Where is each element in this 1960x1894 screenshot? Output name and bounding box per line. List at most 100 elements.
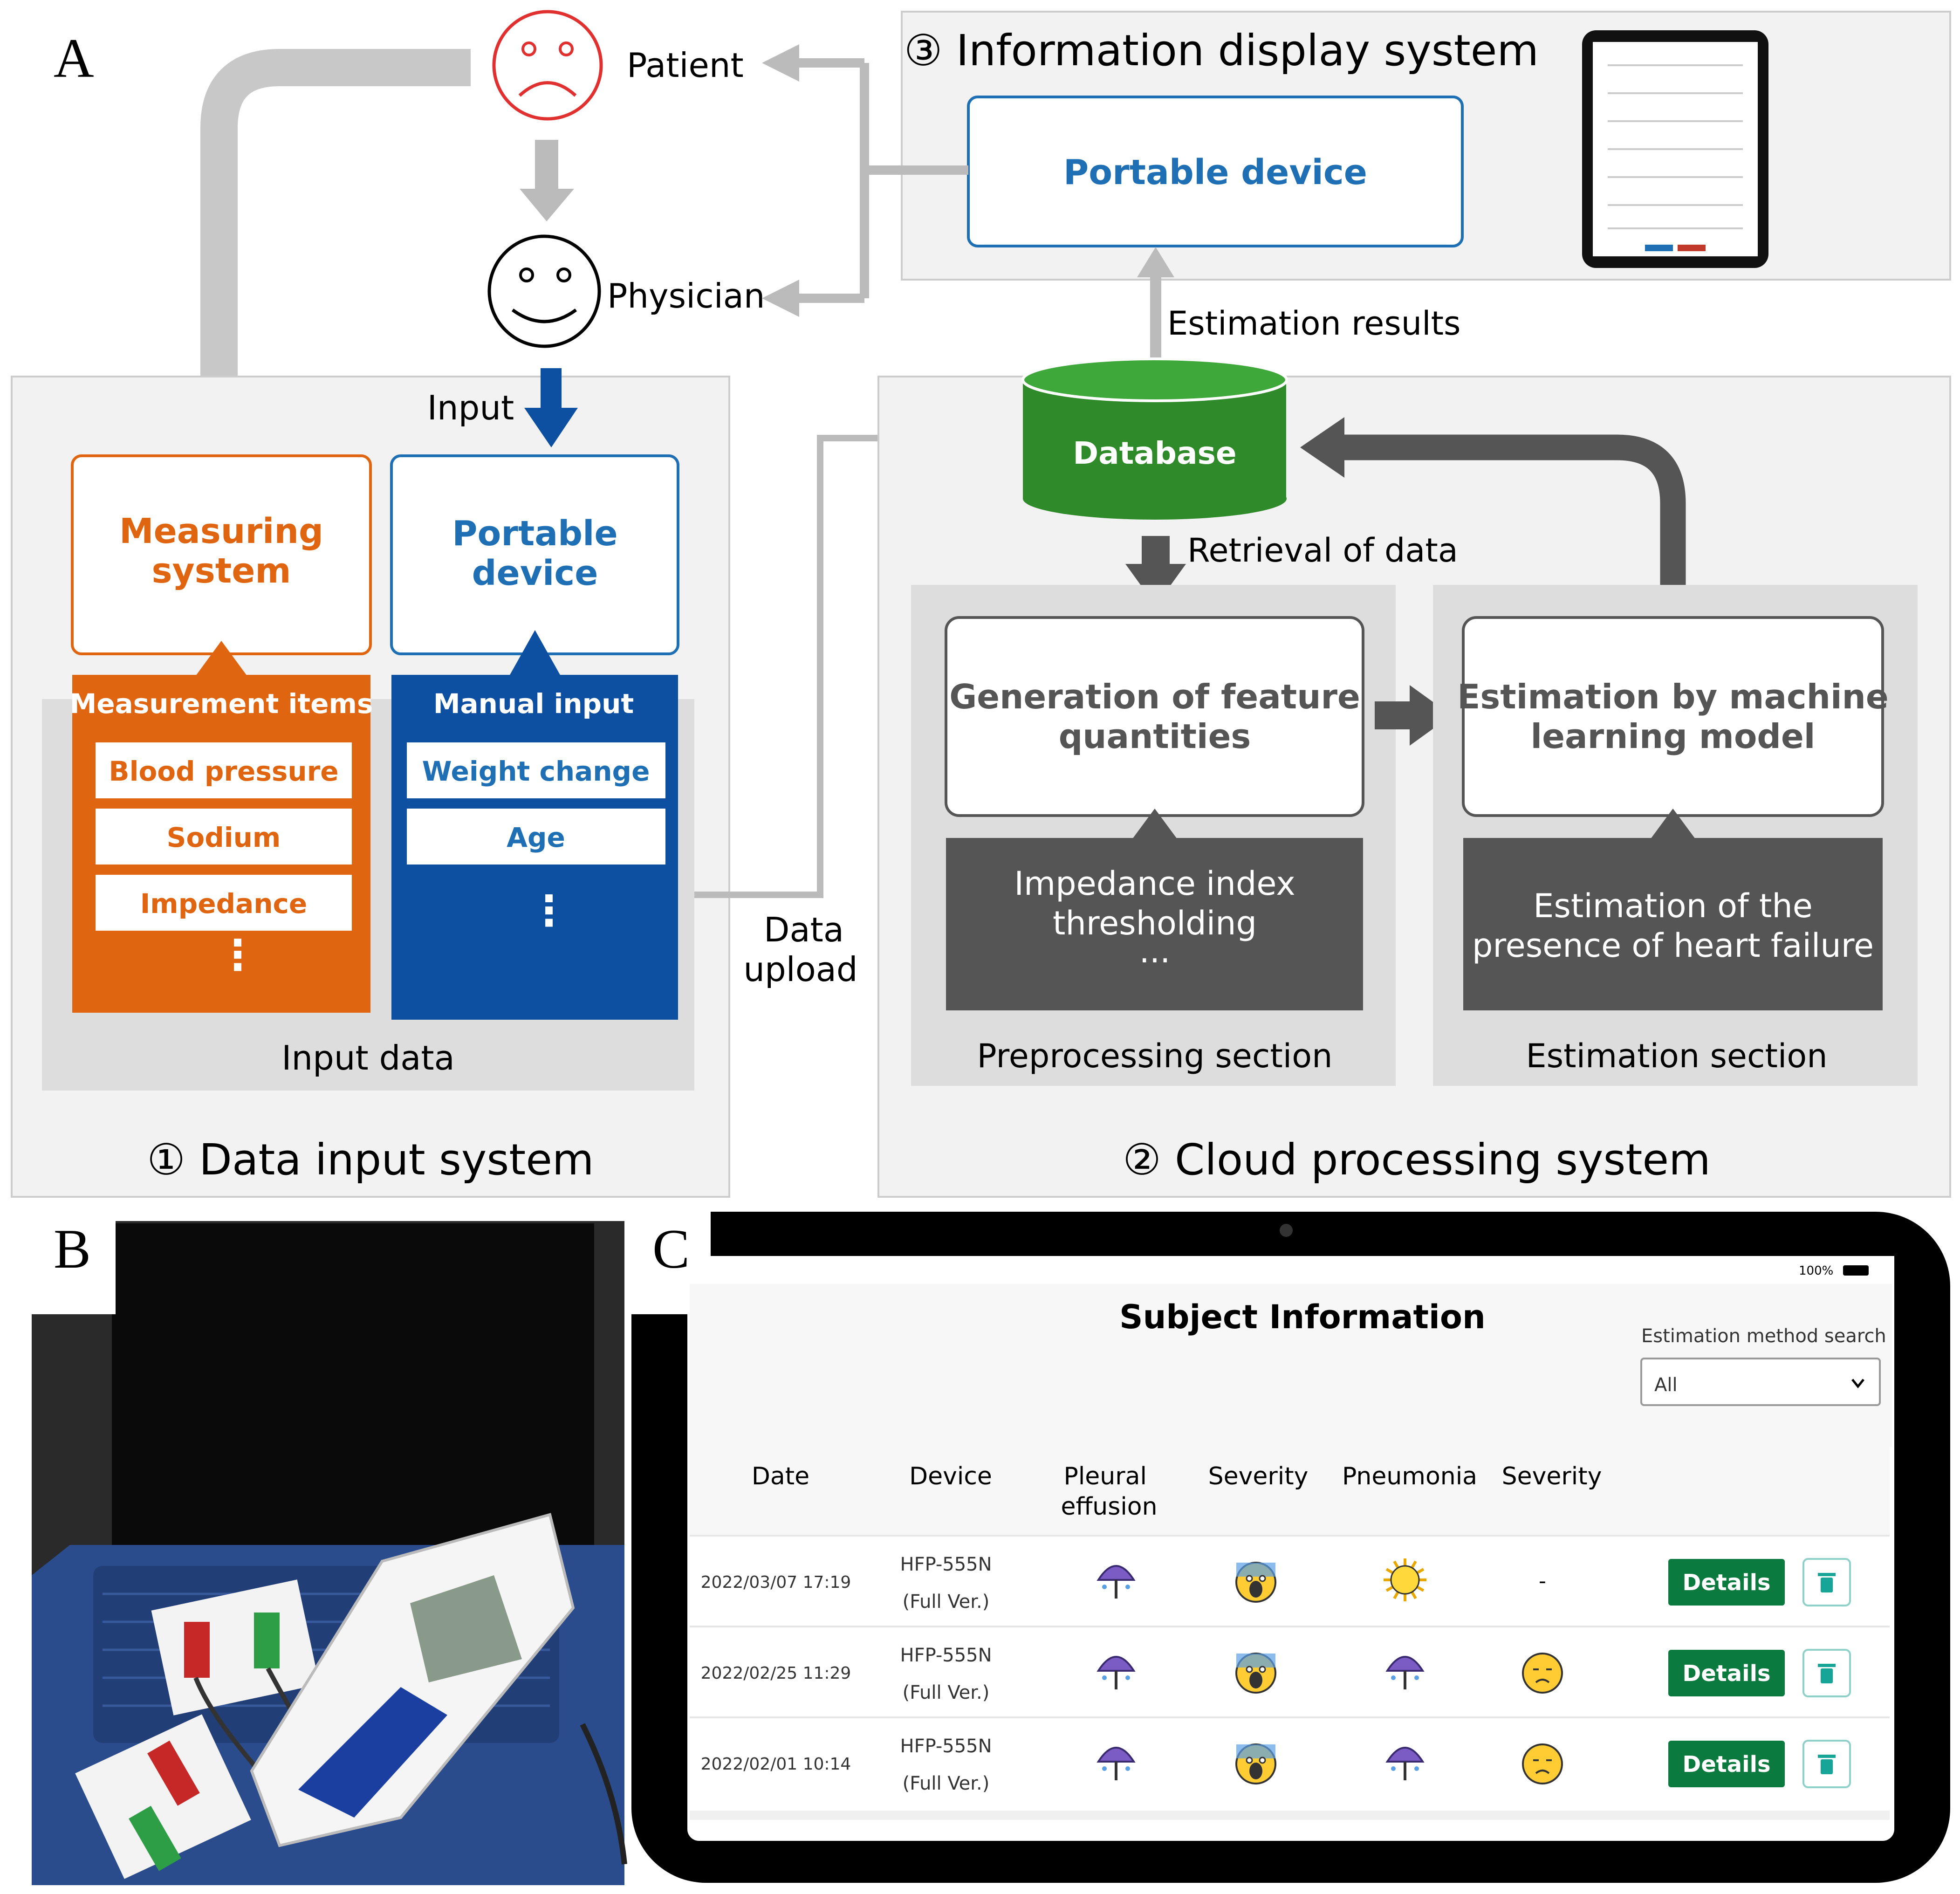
input-arrow <box>524 368 578 447</box>
estimation-detail-box <box>1463 838 1883 1010</box>
umbrella-icon <box>1097 1656 1136 1689</box>
row-device-line2: (Full Ver.) <box>903 1773 990 1794</box>
manual-input-header: Manual input <box>433 688 634 720</box>
panel-label-c: C <box>652 1218 690 1280</box>
generation-to-estimation-arrow <box>1375 685 1452 746</box>
row-date: 2022/02/01 10:14 <box>701 1755 851 1774</box>
umbrella-icon <box>1097 1565 1136 1599</box>
estimation-box-line2: learning model <box>1531 717 1816 756</box>
measurement-item-box <box>96 809 352 865</box>
subject-information-title: Subject Information <box>1119 1298 1486 1336</box>
preprocess-pointer <box>1132 809 1177 839</box>
estimation-method-select-value: All <box>1654 1374 1678 1396</box>
delete-button[interactable] <box>1802 1649 1851 1697</box>
col-device: Device <box>909 1462 992 1490</box>
trash-icon <box>1818 1755 1836 1774</box>
col-date: Date <box>752 1462 809 1490</box>
measurement-item-sodium: Sodium <box>167 822 281 853</box>
measuring-system-label-line1: Measuring <box>119 511 323 551</box>
estimation-method-search-label: Estimation method search <box>1641 1325 1886 1347</box>
estimation-results-arrow <box>1137 247 1174 359</box>
row-device-line2: (Full Ver.) <box>903 1591 990 1613</box>
horizontal-scrollbar[interactable] <box>690 1811 1890 1820</box>
manual-input-pointer <box>509 630 561 676</box>
data-upload-label-line1: Data <box>764 910 844 949</box>
arrowhead-to-patient <box>762 44 799 82</box>
scream-icon <box>1235 1653 1276 1694</box>
umbrella-icon <box>1385 1656 1425 1689</box>
col-severity-2: Severity <box>1502 1462 1602 1490</box>
patient-sad-face-icon <box>492 10 603 121</box>
manual-item-age: Age <box>507 822 565 853</box>
database-label: Database <box>1073 435 1236 471</box>
measurement-items-more: ⋮ <box>217 931 259 980</box>
empty-severity: - <box>1539 1569 1546 1593</box>
estimation-section-label: Estimation section <box>1526 1037 1827 1075</box>
generation-label-line1: Generation of feature <box>949 677 1360 716</box>
battery-percentage: 100% <box>1799 1264 1833 1278</box>
measurement-pointer <box>196 641 247 676</box>
feedback-arrows <box>792 58 968 303</box>
row-device-line1: HFP-555N <box>900 1645 992 1666</box>
tablet-thumbnail-icon <box>1582 30 1768 268</box>
manual-item-box <box>407 809 665 865</box>
estimation-to-database-arrow <box>1337 434 1686 606</box>
sad-icon <box>1522 1743 1563 1784</box>
measurement-item-box <box>96 742 352 798</box>
preprocess-detail-box <box>946 838 1363 1010</box>
database-cylinder-icon <box>1021 357 1288 520</box>
preprocessing-section-label: Preprocessing section <box>977 1037 1333 1075</box>
manual-item-box <box>407 742 665 798</box>
umbrella-icon <box>1385 1747 1425 1780</box>
row-date: 2022/02/25 11:29 <box>701 1664 851 1683</box>
preprocess-detail-line2: thresholding <box>1053 904 1257 942</box>
details-button-label: Details <box>1682 1751 1770 1777</box>
col-pleural-effusion: Pleural effusion <box>1061 1462 1157 1521</box>
col-pleural-line2: effusion <box>1061 1493 1157 1521</box>
details-button[interactable]: Details <box>1668 1650 1785 1696</box>
measurement-item-box <box>96 875 352 931</box>
manual-input-more: ⋮ <box>528 886 570 935</box>
trash-icon <box>1818 1664 1836 1683</box>
data-input-system-title: ① Data input system <box>147 1135 594 1185</box>
trash-icon <box>1818 1573 1836 1592</box>
estimation-results-label: Estimation results <box>1167 304 1461 343</box>
info-portable-device-label: Portable device <box>1063 152 1367 192</box>
patient-to-physician-arrow <box>520 140 574 221</box>
data-upload-label-line2: upload <box>743 950 857 989</box>
details-button[interactable]: Details <box>1668 1741 1785 1787</box>
tablet-camera-icon <box>1280 1224 1293 1237</box>
details-button-label: Details <box>1682 1661 1770 1687</box>
battery-icon <box>1843 1265 1869 1276</box>
delete-button[interactable] <box>1802 1558 1851 1606</box>
preprocess-detail-line1: Impedance index <box>1014 865 1295 903</box>
delete-button[interactable] <box>1802 1740 1851 1788</box>
sad-icon <box>1522 1653 1563 1694</box>
estimation-to-database-arrowhead <box>1300 417 1344 478</box>
cloud-processing-system-title: ② Cloud processing system <box>1123 1135 1710 1185</box>
estimation-pointer <box>1651 809 1695 839</box>
col-pleural-line1: Pleural <box>1064 1462 1147 1490</box>
details-button[interactable]: Details <box>1668 1559 1785 1606</box>
patient-to-measuring-arrow <box>200 49 471 405</box>
input-portable-device-line2: device <box>472 553 598 593</box>
panel-label-a: A <box>54 27 94 89</box>
estimation-detail-line1: Estimation of the <box>1533 887 1813 925</box>
input-arrow-label: Input <box>427 388 514 427</box>
generation-label-line2: quantities <box>1059 717 1251 756</box>
estimation-detail-line2: presence of heart failure <box>1472 926 1874 965</box>
row-date: 2022/03/07 17:19 <box>701 1573 851 1592</box>
info-display-system-title: ③ Information display system <box>904 26 1539 75</box>
estimation-box-line1: Estimation by machine <box>1457 677 1889 716</box>
scream-icon <box>1235 1562 1276 1603</box>
chevron-down-icon <box>1851 1379 1864 1389</box>
sun-icon <box>1384 1558 1426 1601</box>
estimation-method-select[interactable] <box>1640 1358 1881 1406</box>
col-pneumonia: Pneumonia <box>1342 1462 1477 1490</box>
arrowhead-to-physician <box>762 280 799 317</box>
device-photo <box>32 1221 627 1885</box>
